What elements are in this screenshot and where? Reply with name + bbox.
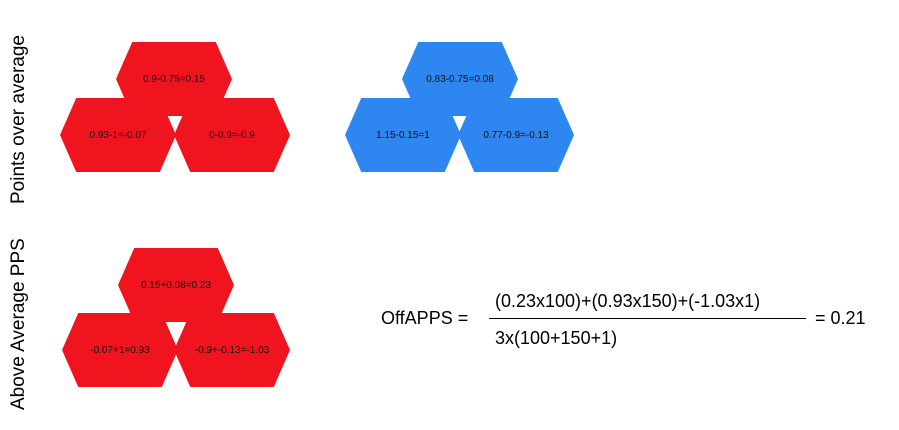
- hex-top-left-left: 0.93-1=-0.07: [60, 98, 176, 172]
- hex-top-right-left: 1.15-0.15=1: [345, 98, 461, 172]
- fraction-bar: [489, 318, 806, 319]
- formula-denominator: 3x(100+150+1): [495, 328, 618, 348]
- formula-result: = 0.21: [815, 308, 866, 328]
- hex-bottom-left-right: -0.9+-0.13=-1.03: [174, 313, 290, 387]
- hex-top-right-right: 0.77-0.9=-0.13: [458, 98, 574, 172]
- hex-bottom-left-top: 0.15+0.08=0.23: [118, 248, 234, 322]
- y-label-above-average-pps: Above Average PPS: [8, 238, 29, 410]
- hex-top-left-right: 0-0.9=-0.9: [174, 98, 290, 172]
- y-label-points-over-average: Points over average: [8, 35, 29, 204]
- formula-numerator: (0.23x100)+(0.93x150)+(-1.03x1): [495, 291, 761, 311]
- formula-lhs: OffAPPS =: [381, 308, 469, 328]
- hex-bottom-left-left: -0.07+1=0.93: [62, 313, 178, 387]
